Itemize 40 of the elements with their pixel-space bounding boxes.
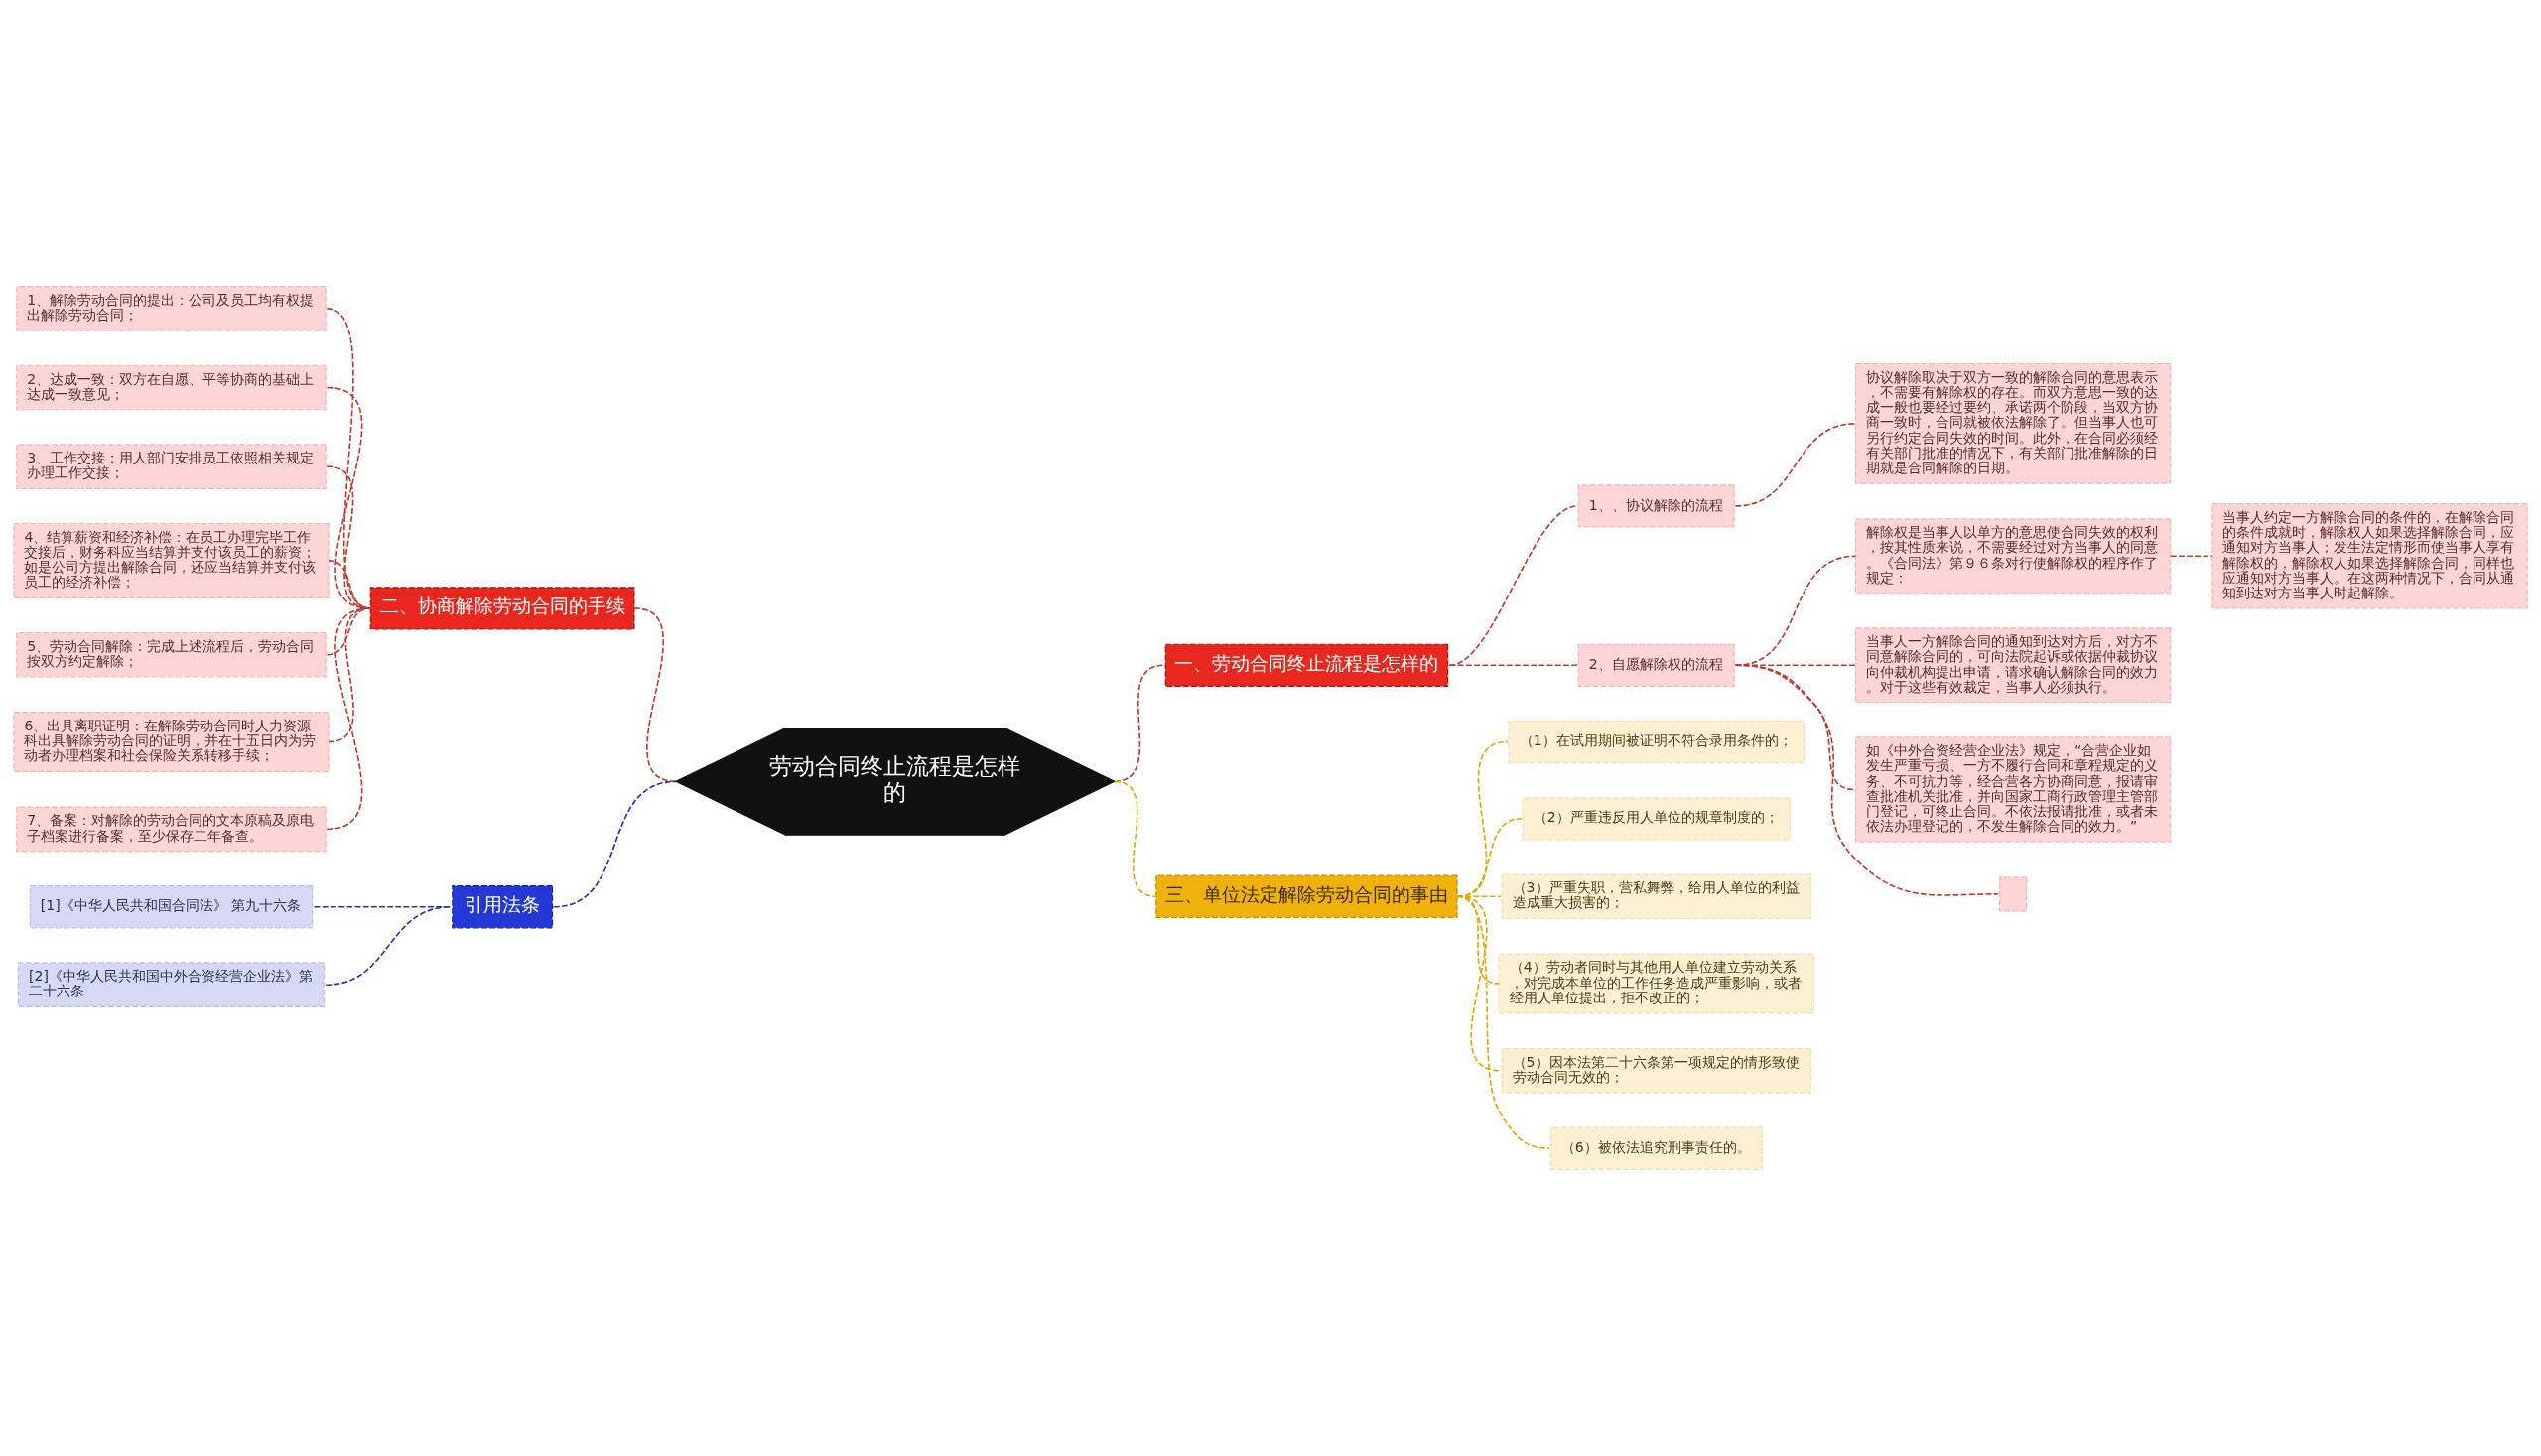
node-box: 二、协商解除劳动合同的手续 [369, 587, 635, 630]
connector [1456, 895, 1502, 1072]
node-box: 7、备案：对解除的劳动合同的文本原稿及原电子档案进行备案，至少保存二年备查。 [16, 806, 327, 853]
node-box: （4）劳动者同时与其他用人单位建立劳动关系，对完成本单位的工作任务造成严重影响，或者经用人单位提出，拒不改正的； [1498, 953, 1814, 1014]
node-box: （6）被依法追究刑事责任的。 [1549, 1126, 1763, 1170]
node-box: （5）因本法第二十六条第一项规定的情形致使劳动合同无效的； [1501, 1048, 1812, 1094]
node-box: 2、达成一致：双方在自愿、平等协商的基础上达成一致意见； [16, 364, 327, 411]
node-box: 引用法条 [452, 885, 554, 929]
node-box: 协议解除取决于双方一致的解除合同的意思表示，不需要有解除权的存在。而双方意思一致的达成一般也要经过要约、承诺两个阶段，当双方协商一致时，合同就被依法解除了。但当事人也可另行约定合同失效的时间。此外，在合同必须经有关部门批准的情况下，有关部门批准解除的日期就是合同解除的日期。 [1854, 362, 2172, 484]
node-box: 1、、协议解除的流程 [1577, 484, 1735, 528]
node-box: 当事人一方解除合同的通知到达对方后，对方不同意解除合同的，可向法院起诉或依据仲裁协议向仲裁机构提出申请，请求确认解除合同的效力。对于这些有效裁定，当事人必须执行。 [1854, 627, 2172, 704]
node-box: [2]《中华人民共和国中外合资经营企业法》第二十六条 [18, 962, 326, 1008]
node-box: （1）在试用期间被证明不符合录用条件的； [1508, 720, 1805, 764]
connector [1456, 895, 1550, 1150]
connector [1113, 664, 1165, 783]
node-box: 一、劳动合同终止流程是怎样的 [1164, 643, 1449, 687]
connector [1734, 664, 1999, 896]
node-box [1999, 876, 2028, 912]
node-box: 2、自愿解除权的流程 [1577, 643, 1735, 687]
node-box: （2）严重违反用人单位的规章制度的； [1522, 797, 1791, 841]
node-box: 4、结算薪资和经济补偿：在员工办理完毕工作交接后，财务科应当结算并支付该员工的薪资；如是公司方提出解除合同，还应当结算并支付该员工的经济补偿； [13, 522, 330, 598]
connector [2169, 555, 2213, 558]
connector [1448, 664, 1578, 667]
node-box: 当事人约定一方解除合同的条件的，在解除合同的条件成就时，解除权人如果选择解除合同，应通知对方当事人；发生法定情形而使当事人享有解除权的，解除权人如果选择解除合同，同样也应通知对方当事人。在这两种情况下，合同从通知到达对方当事人时起解除。 [2211, 503, 2528, 609]
connector [1448, 505, 1578, 667]
connector [633, 607, 677, 783]
connector [1113, 780, 1157, 898]
node-box: 三、单位法定解除劳动合同的事由 [1155, 874, 1458, 918]
node-box: 6、出具离职证明：在解除劳动合同时人力资源科出具解除劳动合同的证明，并在十五日内为劳动者办理档案和社会保险关系转移手续； [13, 712, 330, 772]
node-box: 如《中外合资经营企业法》规定，“合营企业如发生严重亏损、一方不履行合同和章程规定的义务、不可抗力等，经合营各方协商同意，报请审查批准机关批准，并向国家工商行政管理主管部门登记，可终止合同。不依法报请批准，或者未依法办理登记的，不发生解除合同的效力。” [1854, 736, 2172, 843]
connector [1734, 423, 1857, 507]
node-box: [1]《中华人民共和国合同法》 第九十六条 [29, 885, 314, 929]
connector [552, 780, 677, 908]
node-box: 5、劳动合同解除：完成上述流程后，劳动合同按双方约定解除； [16, 631, 327, 678]
connector [326, 607, 372, 831]
node-box: 解除权是当事人以单方的意思使合同失效的权利，按其性质来说，不需要经过对方当事人的同意。《合同法》第９６条对行使解除权的程序作了规定： [1854, 518, 2172, 595]
connector [313, 905, 453, 908]
node-box: （3）严重失职，营私舞弊，给用人单位的利益造成重大损害的； [1501, 873, 1812, 920]
node-box: 3、工作交接：用人部门安排员工依照相关规定办理工作交接； [16, 444, 327, 489]
node-box: 1、解除劳动合同的提出：公司及员工均有权提出解除劳动合同； [16, 286, 327, 331]
